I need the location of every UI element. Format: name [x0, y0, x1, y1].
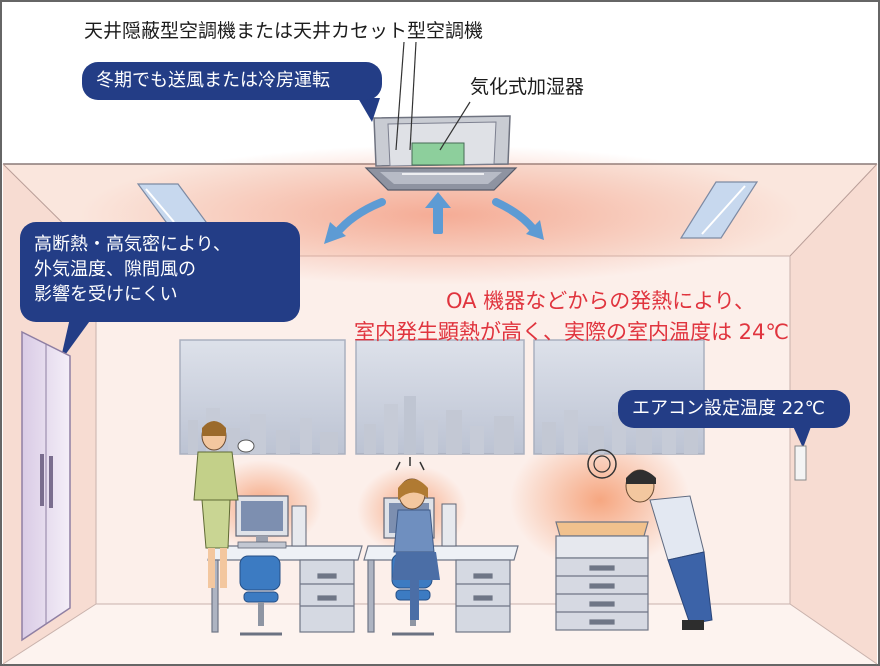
- insulation-text-line-1: 高断熱・高気密により、: [34, 234, 231, 255]
- office-worker-icon: [193, 421, 255, 588]
- insulation-text-line-2: 外気温度、隙間風の: [34, 259, 196, 280]
- floor: [3, 604, 877, 664]
- winter-operation-bubble: 冬期でも送風または冷房運転: [82, 62, 382, 100]
- bubble-pointer: [792, 424, 812, 448]
- heat-note-line-2: 室内発生顕熱が高く、実際の室内温度は 24℃: [354, 320, 789, 344]
- computer-icon: [235, 495, 307, 549]
- insulation-bubble: 高断熱・高気密により、 外気温度、隙間風の 影響を受けにくい: [20, 222, 300, 322]
- office-chair: [239, 555, 282, 636]
- heat-note-line-1: OA 機器などからの発熱により、: [446, 289, 755, 313]
- door-icon: [21, 330, 71, 642]
- leader-lines: [395, 41, 471, 151]
- office-worker-icon: [392, 457, 440, 620]
- ceiling-light-icon: [679, 181, 759, 239]
- window-icon: [355, 339, 525, 455]
- humidifier-label: 気化式加湿器: [470, 76, 585, 98]
- warm-spot-copier: [510, 430, 690, 570]
- insulation-text-line-3: 影響を受けにくい: [34, 284, 178, 305]
- ceiling-cassette-ac-icon: [364, 115, 518, 191]
- office-worker-icon: [587, 449, 713, 630]
- ac-setting-bubble: エアコン設定温度 22℃: [618, 390, 850, 428]
- heat-note: OA 機器などからの発熱により、 室内発生顕熱が高く、実際の室内温度は 24℃: [354, 286, 789, 348]
- bubble-pointer: [358, 98, 380, 122]
- dizzy-mark: [587, 449, 617, 479]
- ac-setting-text: エアコン設定温度 22℃: [632, 398, 825, 419]
- thermostat-icon: [794, 445, 807, 481]
- ceiling-ac-label: 天井隠蔽型空調機または天井カセット型空調機: [84, 20, 484, 42]
- bubble-pointer: [60, 318, 92, 362]
- winter-operation-text: 冬期でも送風または冷房運転: [96, 70, 330, 91]
- copier-icon: [555, 521, 649, 631]
- airflow-arrow-icon: [324, 192, 544, 244]
